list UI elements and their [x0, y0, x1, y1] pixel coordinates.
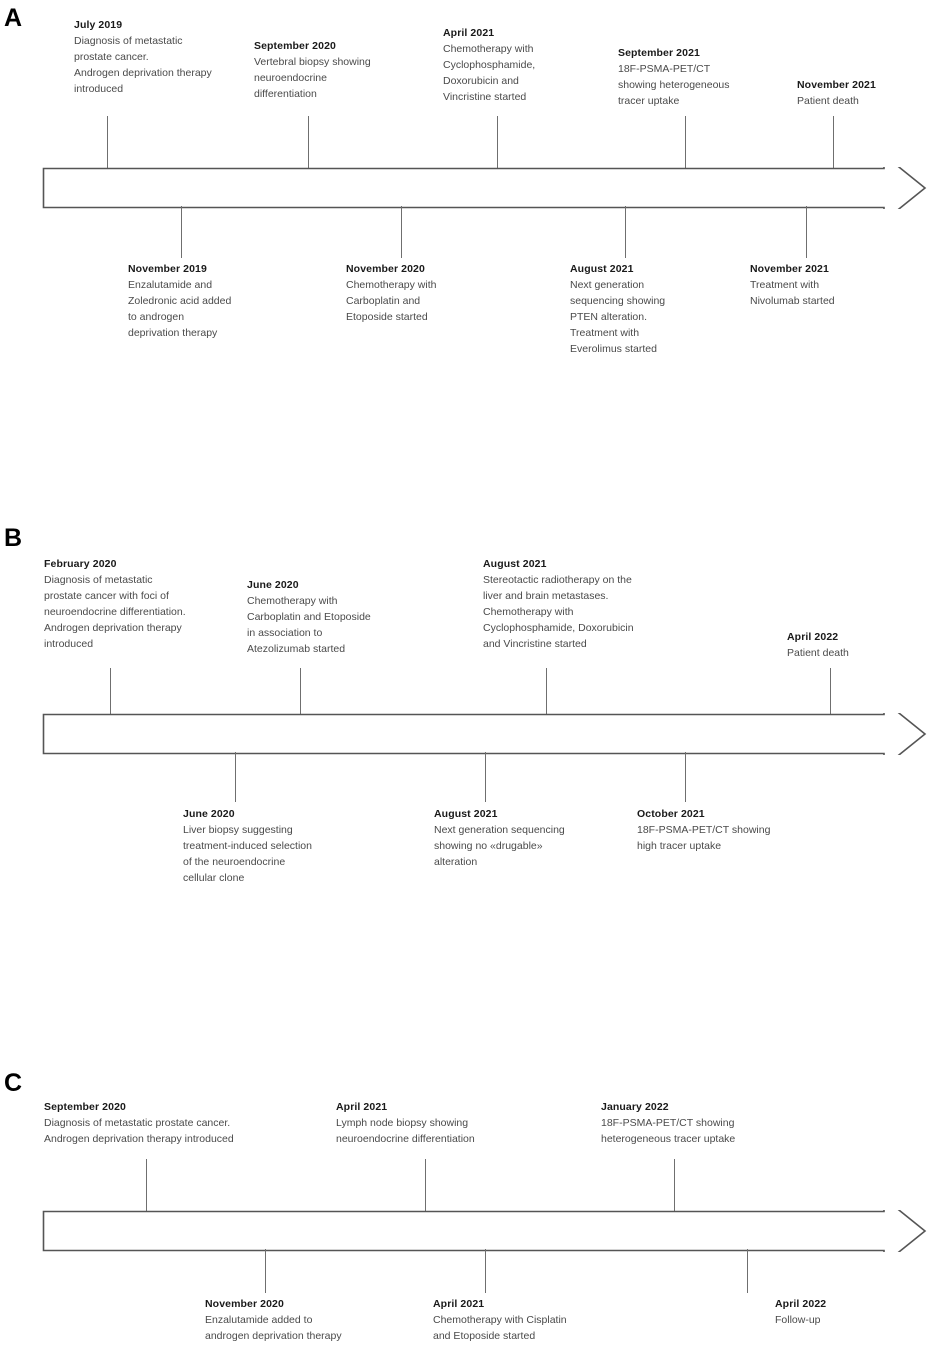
event-date: June 2020 — [183, 808, 235, 820]
event-description: Patient death — [797, 94, 859, 107]
event-above-a-1: July 2019 Diagnosis of metastatic prosta… — [74, 18, 249, 98]
event-date: September 2021 — [618, 47, 700, 59]
panel-b-letter: B — [4, 524, 23, 552]
tick-above-a-5 — [833, 116, 834, 169]
event-below-c-2: April 2021 Chemotherapy with Cisplatin a… — [433, 1297, 643, 1345]
event-below-a-2: November 2020 Chemotherapy with Carbopla… — [346, 262, 506, 326]
event-date: April 2021 — [433, 1298, 485, 1310]
event-above-c-2: April 2021 Lymph node biopsy showing neu… — [336, 1100, 536, 1148]
event-description: Vertebral biopsy showing neuroendocrine … — [254, 55, 371, 100]
event-description: Follow-up — [775, 1313, 821, 1326]
event-above-b-3: August 2021 Stereotactic radiotherapy on… — [483, 557, 693, 653]
event-below-a-4: November 2021 Treatment with Nivolumab s… — [750, 262, 910, 310]
event-date: July 2019 — [74, 19, 123, 31]
event-description: Diagnosis of metastatic prostate cancer.… — [74, 34, 212, 95]
event-date: November 2021 — [750, 263, 829, 275]
event-description: Next generation sequencing showing PTEN … — [570, 278, 666, 355]
event-description: Diagnosis of metastatic prostate cancer.… — [44, 1116, 234, 1145]
event-date: February 2020 — [44, 558, 117, 570]
event-description: Lymph node biopsy showing neuroendocrine… — [336, 1116, 475, 1145]
event-above-b-4: April 2022 Patient death — [787, 630, 927, 662]
tick-above-b-2 — [300, 668, 301, 715]
event-date: November 2020 — [346, 263, 425, 275]
tick-above-a-2 — [308, 116, 309, 169]
event-description: Chemotherapy with Carboplatin and Etopos… — [346, 278, 437, 323]
tick-below-c-2 — [485, 1249, 486, 1293]
tick-below-a-3 — [625, 206, 626, 258]
event-description: Treatment with Nivolumab started — [750, 278, 835, 307]
event-date: November 2019 — [128, 263, 207, 275]
tick-above-b-3 — [546, 668, 547, 715]
event-date: January 2022 — [601, 1101, 669, 1113]
event-description: Next generation sequencing showing no «d… — [434, 823, 565, 868]
tick-below-b-3 — [685, 752, 686, 802]
event-date: September 2020 — [44, 1101, 126, 1113]
tick-below-a-4 — [806, 206, 807, 258]
event-above-a-4: September 2021 18F-PSMA-PET/CT showing h… — [618, 46, 778, 110]
event-below-b-3: October 2021 18F-PSMA-PET/CT showing hig… — [637, 807, 837, 855]
event-below-a-1: November 2019 Enzalutamide and Zoledroni… — [128, 262, 288, 342]
event-description: Chemotherapy with Cyclophosphamide, Doxo… — [443, 42, 536, 103]
event-above-c-3: January 2022 18F-PSMA-PET/CT showing het… — [601, 1100, 811, 1148]
panel-c: C September 2020 Diagnosis of metastatic… — [0, 1065, 944, 1356]
event-below-b-1: June 2020 Liver biopsy suggesting treatm… — [183, 807, 383, 887]
event-description: Patient death — [787, 646, 849, 659]
tick-above-c-1 — [146, 1159, 147, 1211]
tick-below-b-2 — [485, 752, 486, 802]
event-description: Enzalutamide added to androgen deprivati… — [205, 1313, 342, 1342]
event-date: April 2022 — [775, 1298, 827, 1310]
event-date: October 2021 — [637, 808, 705, 820]
timeline-arrow-b — [0, 713, 944, 755]
event-above-a-3: April 2021 Chemotherapy with Cyclophosph… — [443, 26, 593, 106]
event-description: 18F-PSMA-PET/CT showing heterogeneous tr… — [618, 62, 730, 107]
event-date: April 2021 — [443, 27, 495, 39]
event-description: 18F-PSMA-PET/CT showing heterogeneous tr… — [601, 1116, 736, 1145]
event-description: 18F-PSMA-PET/CT showing high tracer upta… — [637, 823, 771, 852]
event-above-b-1: February 2020 Diagnosis of metastatic pr… — [44, 557, 239, 653]
tick-above-b-4 — [830, 668, 831, 715]
event-below-c-3: April 2022 Follow-up — [775, 1297, 935, 1329]
tick-above-c-2 — [425, 1159, 426, 1211]
event-below-b-2: August 2021 Next generation sequencing s… — [434, 807, 634, 871]
event-date: April 2022 — [787, 631, 839, 643]
event-description: Diagnosis of metastatic prostate cancer … — [44, 573, 186, 650]
event-description: Liver biopsy suggesting treatment-induce… — [183, 823, 312, 884]
panel-a-letter: A — [4, 4, 23, 32]
timeline-arrow-a — [0, 167, 944, 209]
event-date: August 2021 — [570, 263, 634, 275]
event-date: August 2021 — [483, 558, 547, 570]
event-description: Enzalutamide and Zoledronic acid added t… — [128, 278, 232, 339]
event-description: Stereotactic radiotherapy on the liver a… — [483, 573, 634, 650]
tick-above-b-1 — [110, 668, 111, 715]
event-above-c-1: September 2020 Diagnosis of metastatic p… — [44, 1100, 324, 1148]
panel-b: B February 2020 Diagnosis of metastatic … — [0, 520, 944, 990]
event-below-c-1: November 2020 Enzalutamide added to andr… — [205, 1297, 415, 1345]
event-above-a-2: September 2020 Vertebral biopsy showing … — [254, 39, 414, 103]
event-description: Chemotherapy with Cisplatin and Etoposid… — [433, 1313, 567, 1342]
event-below-a-3: August 2021 Next generation sequencing s… — [570, 262, 730, 358]
tick-above-a-4 — [685, 116, 686, 169]
timeline-arrow-c — [0, 1210, 944, 1252]
tick-below-b-1 — [235, 752, 236, 802]
event-date: September 2020 — [254, 40, 336, 52]
tick-below-a-1 — [181, 206, 182, 258]
tick-below-a-2 — [401, 206, 402, 258]
event-above-a-5: November 2021 Patient death — [797, 78, 937, 110]
tick-below-c-1 — [265, 1249, 266, 1293]
tick-above-c-3 — [674, 1159, 675, 1211]
tick-below-c-3 — [747, 1249, 748, 1293]
event-description: Chemotherapy with Carboplatin and Etopos… — [247, 594, 371, 655]
event-date: November 2021 — [797, 79, 876, 91]
event-date: November 2020 — [205, 1298, 284, 1310]
tick-above-a-1 — [107, 116, 108, 169]
panel-c-letter: C — [4, 1069, 23, 1097]
event-above-b-2: June 2020 Chemotherapy with Carboplatin … — [247, 578, 422, 658]
event-date: August 2021 — [434, 808, 498, 820]
tick-above-a-3 — [497, 116, 498, 169]
panel-a: A July 2019 Diagnosis of metastatic pros… — [0, 0, 944, 500]
event-date: June 2020 — [247, 579, 299, 591]
event-date: April 2021 — [336, 1101, 388, 1113]
